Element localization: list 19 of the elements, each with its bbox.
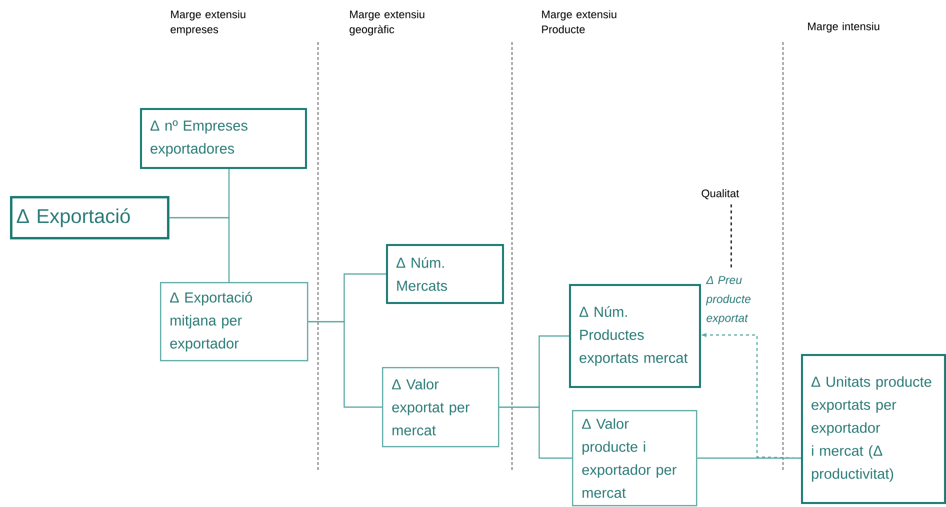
connector: [169, 217, 230, 282]
process-box: Δ Núm. Mercats: [386, 244, 504, 304]
connector: [697, 458, 801, 459]
process-box: Δ nº Empreses exportadores: [140, 108, 307, 169]
process-box: Δ Exportació: [10, 196, 170, 240]
process-box: Δ Valor exportat per mercat: [382, 367, 500, 448]
column-header: Marge extensiu empreses: [170, 10, 246, 36]
node-text: Qualitat: [702, 189, 740, 200]
process-box: Δ Unitats producte exportats per exportador i mercat (Δ productivitat): [801, 354, 946, 504]
process-box: Δ Núm. Productes exportats mercat: [569, 284, 701, 388]
column-header: Marge extensiu Producte: [542, 10, 616, 34]
connector: [308, 321, 382, 408]
process-box: Δ Valor producte i exportador per mercat: [572, 410, 698, 506]
node-text: Δ Preu producte exportat: [706, 276, 751, 324]
column-header: Marge extensiu geogràfic: [350, 10, 424, 36]
column-header: Marge intensiu: [808, 22, 880, 32]
process-box: Δ Exportació mitjana per exportador: [160, 282, 308, 362]
connector: [499, 406, 572, 459]
dashed-line: [730, 204, 732, 270]
